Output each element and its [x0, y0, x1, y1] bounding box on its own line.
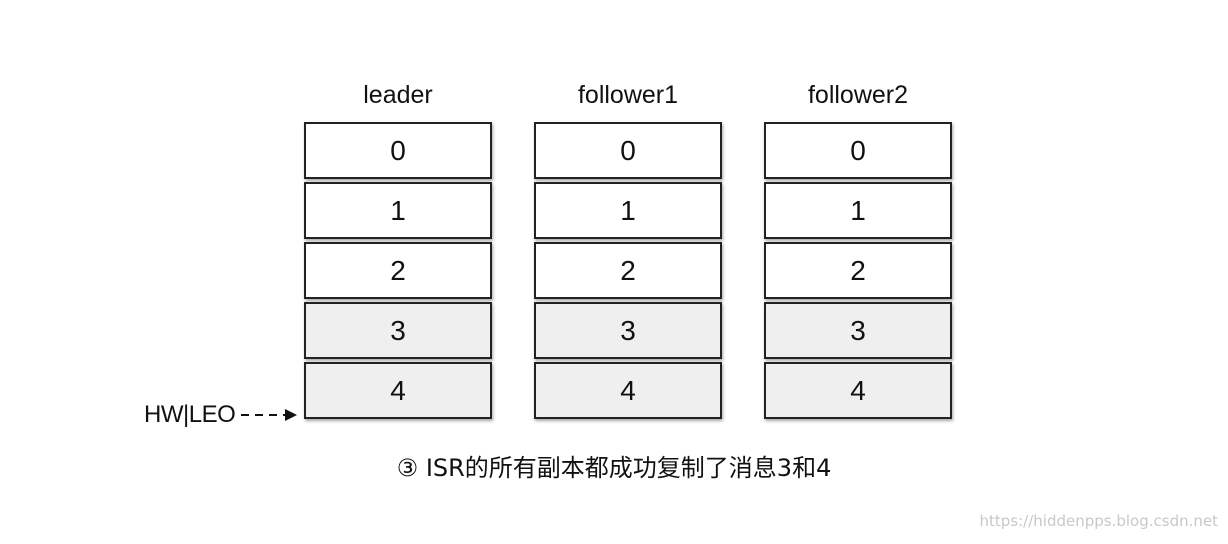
leader-offset-3: 3 — [304, 302, 492, 359]
follower2-title: follower2 — [807, 81, 909, 109]
follower1-offset-2: 2 — [534, 242, 722, 299]
dashed-arrow-icon — [241, 409, 298, 421]
leader-offset-2: 2 — [304, 242, 492, 299]
leader-offset-0: 0 — [304, 122, 492, 179]
follower2-offset-3: 3 — [764, 302, 952, 359]
follower1-offset-0: 0 — [534, 122, 722, 179]
watermark: https://hiddenpps.blog.csdn.net — [979, 512, 1218, 530]
follower1-title: follower1 — [577, 81, 679, 109]
step-number-icon: ③ — [396, 454, 419, 482]
follower1-offset-4: 4 — [534, 362, 722, 419]
follower1-offset-3: 3 — [534, 302, 722, 359]
hw-leo-marker: HW|LEO — [144, 399, 299, 431]
caption-text: ISR的所有副本都成功复制了消息3和4 — [425, 454, 832, 482]
leader-title: leader — [363, 81, 433, 109]
follower1-column: follower1 0 1 2 3 4 — [534, 78, 722, 422]
follower1-offset-1: 1 — [534, 182, 722, 239]
follower2-offset-1: 1 — [764, 182, 952, 239]
diagram-caption: ③ ISR的所有副本都成功复制了消息3和4 — [0, 448, 1228, 483]
follower2-offset-2: 2 — [764, 242, 952, 299]
follower2-column: follower2 0 1 2 3 4 — [764, 78, 952, 422]
leader-offset-1: 1 — [304, 182, 492, 239]
leader-offset-4: 4 — [304, 362, 492, 419]
follower2-offset-0: 0 — [764, 122, 952, 179]
leader-column: leader 0 1 2 3 4 — [304, 78, 492, 422]
hw-leo-label: HW|LEO — [144, 401, 236, 428]
follower2-offset-4: 4 — [764, 362, 952, 419]
